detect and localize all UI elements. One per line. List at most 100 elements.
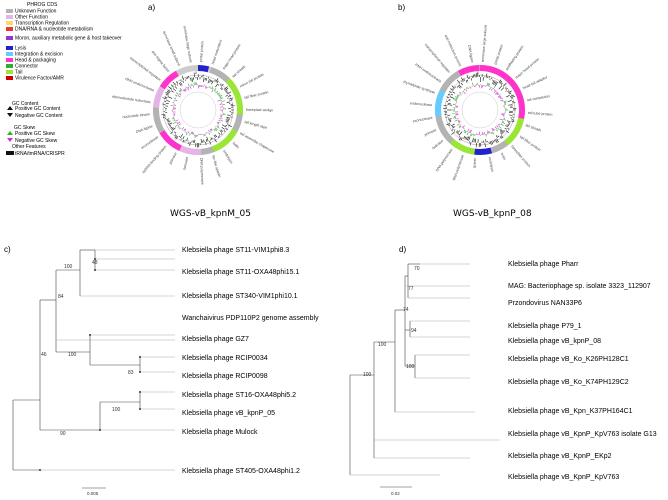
gc-content-spike (500, 87, 505, 91)
gc-content-spike (181, 75, 185, 81)
gc-content-spike (168, 124, 171, 127)
gc-content-spike (213, 134, 216, 139)
gc-content-spike (465, 80, 468, 83)
leaf-label: Klebsiella phage Mulock (182, 429, 258, 436)
gc-content-spike (170, 131, 174, 134)
gc-content-spike (500, 132, 503, 135)
legend-swatch (6, 76, 13, 80)
cds-segment (479, 65, 508, 80)
gc-skew-spike (212, 87, 214, 90)
gc-skew-spike (487, 82, 490, 87)
gc-content-spike (217, 84, 220, 86)
legend-item-label: Virulence Factor/AMR (15, 76, 64, 82)
gc-skew-spike (457, 119, 460, 122)
gc-skew-spike (452, 116, 457, 119)
gc-skew-spike (454, 119, 458, 122)
cds-segment (439, 70, 462, 93)
gc-skew-spike (175, 99, 178, 102)
node-dot (139, 356, 141, 358)
gc-skew-spike (463, 129, 466, 132)
gc-skew-spike (466, 132, 469, 136)
gc-skew-spike (491, 128, 494, 132)
gc-content-spike (217, 136, 220, 139)
gc-content-spike (449, 91, 452, 94)
gc-content-spike (226, 117, 231, 119)
gene-label: DNA ligase (135, 124, 153, 134)
gc-content-spike (457, 85, 461, 89)
tree-c-leaves: Klebsiella phage ST11-VIM1phi8.3 Klebsie… (182, 247, 319, 475)
gc-content-spike (458, 136, 462, 141)
gc-content-spike (209, 140, 212, 145)
gc-content-spike (190, 77, 192, 82)
bootstrap-value: 74 (403, 307, 409, 313)
gc-content-spike (502, 82, 507, 87)
gc-content-spike (452, 126, 456, 129)
node-dot (94, 269, 96, 271)
gene-label: thymidylate synthase (403, 80, 436, 95)
gc-content-spike (210, 80, 213, 83)
gc-skew-spike (174, 98, 176, 100)
gc-content-spike (507, 90, 510, 92)
gene-label: DNA polymerase (435, 148, 454, 172)
gc-skew-spike (495, 129, 498, 132)
gc-skew-spike (189, 133, 191, 136)
cds-segment (200, 146, 215, 155)
gc-content-spike (491, 77, 493, 80)
gc-content-spike (167, 89, 171, 92)
cds-segment (153, 86, 166, 108)
gc-skew-spike (493, 85, 496, 90)
gc-content-spike (205, 78, 208, 81)
scale-label-d: 0.02 (391, 491, 400, 496)
gc-content-spike (510, 94, 515, 97)
gc-content-spike (495, 135, 498, 139)
gc-content-spike (166, 91, 170, 94)
gc-content-spike (489, 141, 492, 146)
gc-content-spike (188, 75, 190, 79)
gc-content-spike (466, 79, 469, 82)
gc-content-spike (225, 95, 228, 97)
gene-label: holin (500, 152, 507, 161)
gc-skew-spike (486, 82, 488, 87)
gene-label: exonuclease (412, 116, 433, 124)
gc-skew-spike (217, 92, 220, 95)
gc-skew-spike (187, 87, 190, 91)
gc-skew-spike (500, 123, 504, 126)
gc-skew-spike (183, 89, 186, 92)
gc-skew-spike (185, 88, 187, 90)
gc-skew-spike (210, 131, 212, 134)
bootstrap-value: 90 (60, 431, 66, 437)
gc-content-spike (458, 84, 462, 88)
gc-skew-spike (185, 132, 187, 134)
gc-skew-spike (216, 91, 219, 94)
gene-label: ssDNA binding protein (141, 145, 167, 175)
gc-skew-spike (189, 86, 192, 89)
gc-content-spike (494, 81, 497, 85)
gc-content-spike (178, 136, 181, 138)
gene-label: DNA ligase (467, 45, 474, 63)
gc-content-spike (447, 102, 451, 105)
gc-content-spike (221, 124, 227, 128)
leaf-label: Klebsiella phage vB_Ko_K74PH129C2 (508, 379, 629, 386)
gc-content-spike (220, 87, 223, 90)
gene-label: helicase (183, 156, 190, 170)
gc-content-spike (223, 130, 226, 132)
gc-content-spike (164, 96, 168, 99)
gc-skew-spike (216, 126, 220, 129)
gc-skew-spike (460, 94, 462, 96)
gc-skew-spike (469, 130, 471, 133)
gc-content-spike (456, 130, 461, 134)
gc-content-spike (221, 88, 224, 91)
gene-label: primase (424, 128, 437, 137)
gc-content-spike (469, 141, 472, 146)
gene-label: minor tail protein (239, 73, 264, 89)
legend-item-label: Tail (15, 70, 23, 76)
gc-content-spike (225, 120, 229, 123)
gc-content-spike (223, 86, 228, 90)
legend-item-label: Head & packaging (15, 58, 56, 64)
node-dot (139, 371, 141, 373)
gc-content-spike (472, 137, 474, 143)
gc-content-spike (171, 127, 174, 130)
gc-skew-spike (463, 88, 466, 91)
gene-label: helicase (431, 139, 444, 151)
